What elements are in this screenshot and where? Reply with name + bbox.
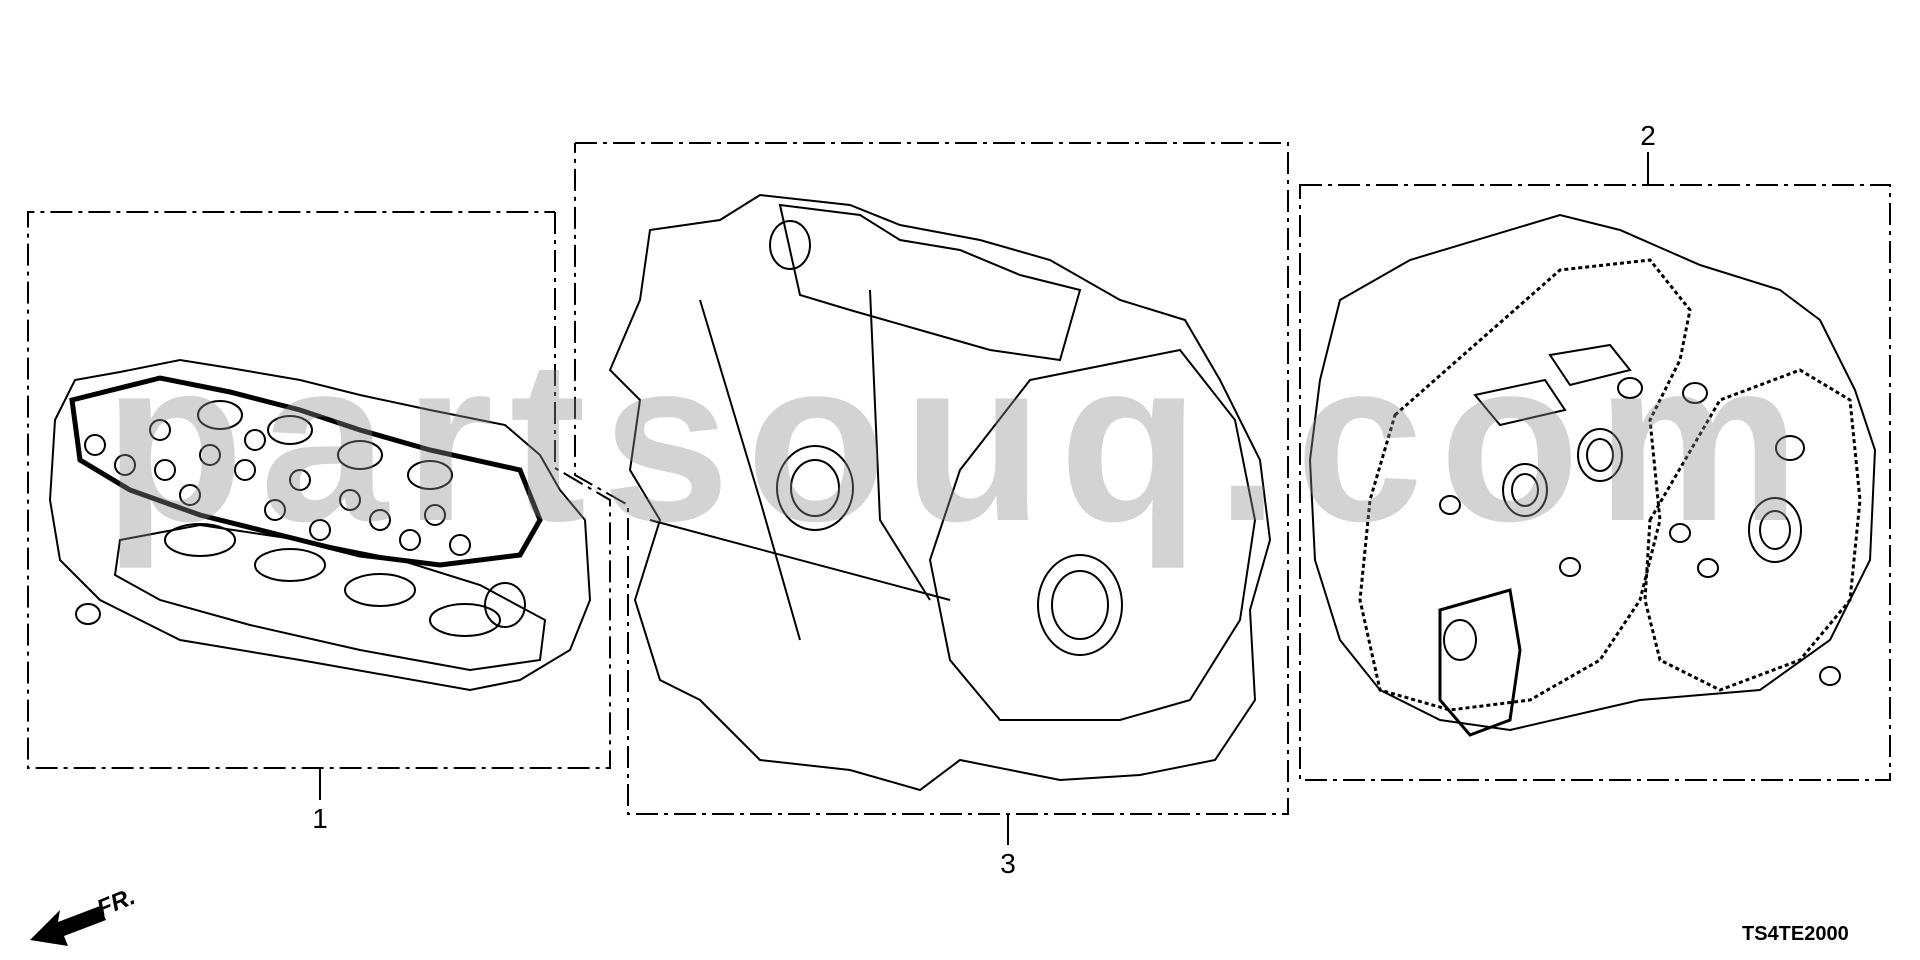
o-ring-large (484, 582, 526, 628)
valve-cover-gasket (69, 375, 543, 568)
o-ring-6 (1439, 495, 1461, 515)
group-1-cylinder-head-kit[interactable] (27, 211, 611, 800)
axle-seal-left (1502, 463, 1548, 517)
axle-seal-center (1577, 428, 1623, 482)
head-gasket (113, 523, 547, 672)
axle-seal-left-inner (1511, 473, 1539, 507)
group-2-frame (1299, 184, 1891, 781)
o-ring-small (75, 603, 101, 625)
group-3-cylinder-block-kit[interactable] (574, 142, 1289, 845)
group-3-frame (574, 142, 1289, 815)
oil-pan-seal (1443, 619, 1477, 661)
spark-plug-seal-1 (197, 400, 243, 430)
transmission-case-outline (1308, 213, 1877, 732)
spark-plug-seal-2 (267, 415, 313, 445)
cylinder-head-outline (48, 358, 592, 692)
front-direction-label: FR. (93, 883, 139, 923)
callout-2[interactable]: 2 (1640, 120, 1656, 151)
drawing-code: TS4TE2000 (1742, 923, 1849, 945)
valve-body-plate (1548, 343, 1632, 387)
block-side-rib-2 (699, 299, 801, 641)
o-ring-7 (1559, 557, 1581, 577)
axle-seal-right (1748, 497, 1802, 563)
o-ring-3 (1775, 435, 1805, 461)
valve-body-gasket (1473, 378, 1567, 427)
gasket-bore-1 (164, 523, 236, 557)
o-ring-4 (1669, 523, 1691, 543)
axle-seal-right-inner (1759, 510, 1791, 550)
case-gasket-right (1643, 368, 1862, 692)
spark-plug-seal-4 (407, 460, 453, 490)
o-ring-5 (1697, 558, 1719, 578)
bellhousing-flange (928, 348, 1257, 721)
callout-1[interactable]: 1 (312, 803, 328, 834)
axle-seal-center-inner (1586, 438, 1614, 472)
oil-pan-gasket (1438, 588, 1522, 737)
rear-main-seal-right-inner (1051, 570, 1109, 640)
rear-main-seal-left-inner (790, 459, 840, 517)
case-gasket-left (1358, 258, 1692, 712)
o-ring-8 (1819, 666, 1841, 686)
block-deck-outline (778, 203, 1082, 362)
group-1-frame (27, 211, 611, 769)
front-direction-arrow-icon (30, 906, 106, 946)
gasket-bore-4 (429, 603, 501, 637)
gasket-bore-3 (344, 573, 416, 607)
thermostat-seal (769, 220, 811, 270)
block-side-rib-3 (649, 519, 951, 601)
rear-main-seal-left (776, 445, 854, 531)
spark-plug-seal-3 (337, 440, 383, 470)
o-ring-2 (1682, 382, 1708, 404)
block-side-rib-1 (869, 289, 931, 601)
valve-stem-seals (84, 419, 471, 556)
engine-block-outline (608, 193, 1272, 792)
rear-main-seal-right (1037, 554, 1123, 656)
group-2-transmission-kit[interactable] (1299, 152, 1891, 781)
callout-3[interactable]: 3 (1000, 848, 1016, 879)
gasket-bore-2 (254, 548, 326, 582)
watermark-text: partsouq.com (104, 312, 1817, 569)
o-ring-1 (1617, 377, 1643, 399)
